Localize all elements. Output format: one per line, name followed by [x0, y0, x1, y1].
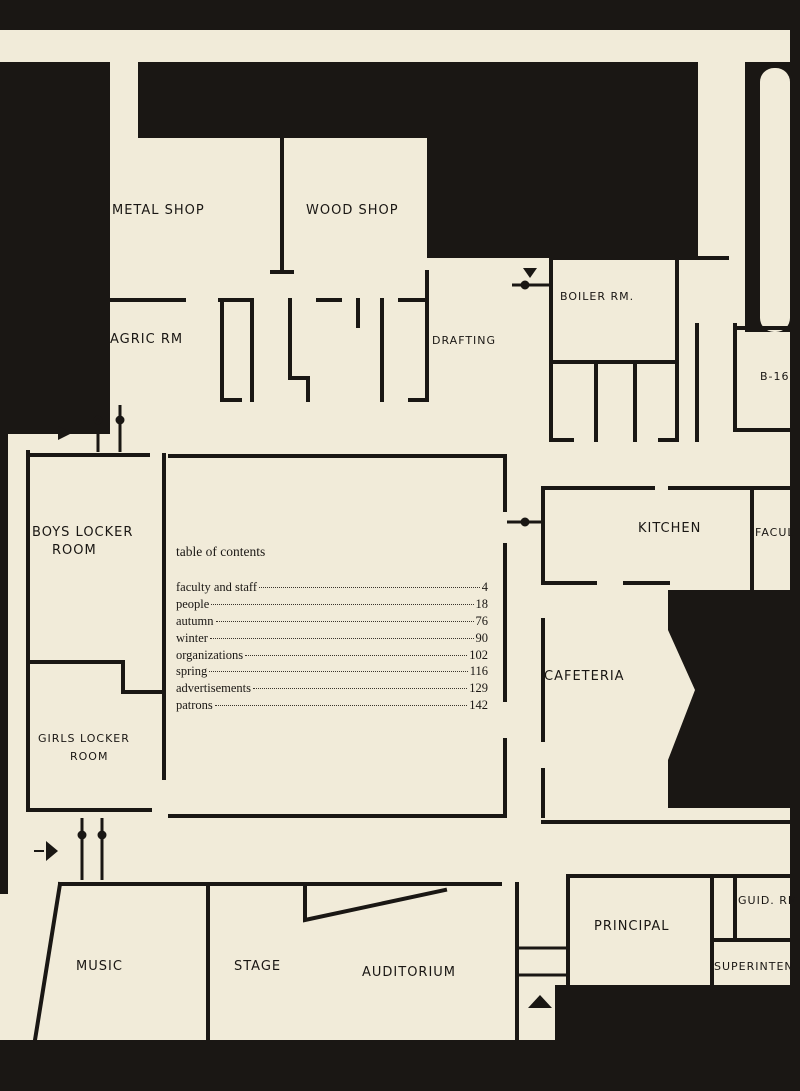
toc-entry-label: winter: [176, 630, 208, 645]
toc-leader-dots: [211, 603, 474, 605]
room-label-girls-locker-line-2: ROOM: [70, 750, 108, 763]
toc-leader-dots: [245, 654, 468, 656]
exterior-dark-behind-wood-shop: [427, 138, 698, 258]
toc-entry-label: spring: [176, 664, 208, 679]
room-label-stage: STAGE: [234, 959, 281, 974]
toc-entry-label: advertisements: [176, 681, 251, 696]
courtyard-dark: [668, 590, 792, 808]
room-label-kitchen: KITCHEN: [638, 521, 701, 536]
toc-leader-dots: [252, 688, 468, 690]
toc-entry-page: 90: [475, 630, 489, 645]
room-label-music: MUSIC: [76, 959, 123, 974]
exterior-dark-left-edge: [0, 434, 8, 894]
toc-entry-page: 142: [469, 698, 488, 713]
toc-entry-label: patrons: [176, 698, 213, 713]
toc-entry-page: 116: [469, 664, 488, 679]
exterior-dark-top: [0, 0, 800, 30]
toc-entry-label: autumn: [176, 613, 214, 628]
room-label-girls-locker-line-1: GIRLS LOCKER: [38, 732, 130, 745]
toc-entry-page: 102: [469, 647, 488, 662]
exterior-dark-upper-left: [0, 62, 110, 434]
toc-leader-dots: [215, 620, 474, 622]
entrance-arrow-left-upper-icon: [58, 426, 72, 440]
table-of-contents: table of contents faculty and staff 4 pe…: [176, 544, 488, 715]
entrance-arrow-down-icon: [523, 268, 537, 278]
exterior-dark-bottom-right: [555, 985, 800, 1045]
room-label-metal-shop: METAL SHOP: [112, 203, 205, 218]
toc-entry-label: organizations: [176, 647, 244, 662]
room-label-cafeteria: CAFETERIA: [544, 669, 625, 684]
exterior-dark-bottom: [0, 1040, 800, 1091]
corridor-left-vertical: [110, 62, 138, 138]
room-label-agric-room: AGRIC RM: [110, 332, 183, 347]
toc-entry-label: faculty and staff: [176, 580, 257, 594]
room-label-faculty: FACUL: [755, 526, 795, 539]
toc-entry-page: 18: [475, 596, 489, 611]
room-label-boys-locker-line-1: BOYS LOCKER: [32, 525, 133, 540]
exterior-dark-right-edge: [790, 0, 800, 1091]
entrance-arrow-up-icon: [528, 995, 552, 1008]
toc-entry: autumn 76: [176, 614, 488, 631]
toc-leader-dots: [214, 705, 468, 707]
toc-entry-page: 4: [481, 580, 488, 594]
toc-entry: faculty and staff 4: [176, 580, 488, 597]
corridor-right-vertical: [698, 62, 734, 252]
toc-leader-dots: [209, 637, 474, 639]
room-label-guidance: GUID. RM: [738, 894, 798, 907]
toc-entry: people 18: [176, 597, 488, 614]
toc-entry: winter 90: [176, 631, 488, 648]
room-label-b-16: B-16: [760, 370, 790, 383]
room-label-superintendent: SUPERINTEN: [714, 960, 794, 973]
toc-leader-dots: [259, 587, 480, 588]
toc-entry: patrons 142: [176, 698, 488, 715]
corridor-right-far: [760, 68, 790, 332]
room-label-boys-locker-line-2: ROOM: [52, 543, 97, 558]
room-label-wood-shop: WOOD SHOP: [306, 203, 399, 218]
toc-entry-page: 76: [475, 613, 489, 628]
room-label-principal: PRINCIPAL: [594, 919, 670, 934]
toc-entry: spring 116: [176, 664, 488, 681]
toc-entry: organizations 102: [176, 648, 488, 665]
room-label-drafting: DRAFTING: [432, 334, 496, 347]
toc-title: table of contents: [176, 544, 266, 559]
entrance-arrow-left-lower-icon: [46, 841, 58, 861]
walls: [26, 136, 794, 1043]
toc-leader-dots: [209, 671, 468, 673]
exterior-dark-upper-middle: [138, 62, 698, 138]
corridor-top: [0, 36, 790, 62]
door-markers: [77, 280, 568, 977]
room-label-auditorium: AUDITORIUM: [362, 965, 456, 980]
toc-entry-page: 129: [469, 681, 488, 696]
room-label-boiler-room: BOILER RM.: [560, 290, 634, 303]
toc-entry: advertisements 129: [176, 681, 488, 698]
toc-entry-label: people: [176, 596, 210, 611]
